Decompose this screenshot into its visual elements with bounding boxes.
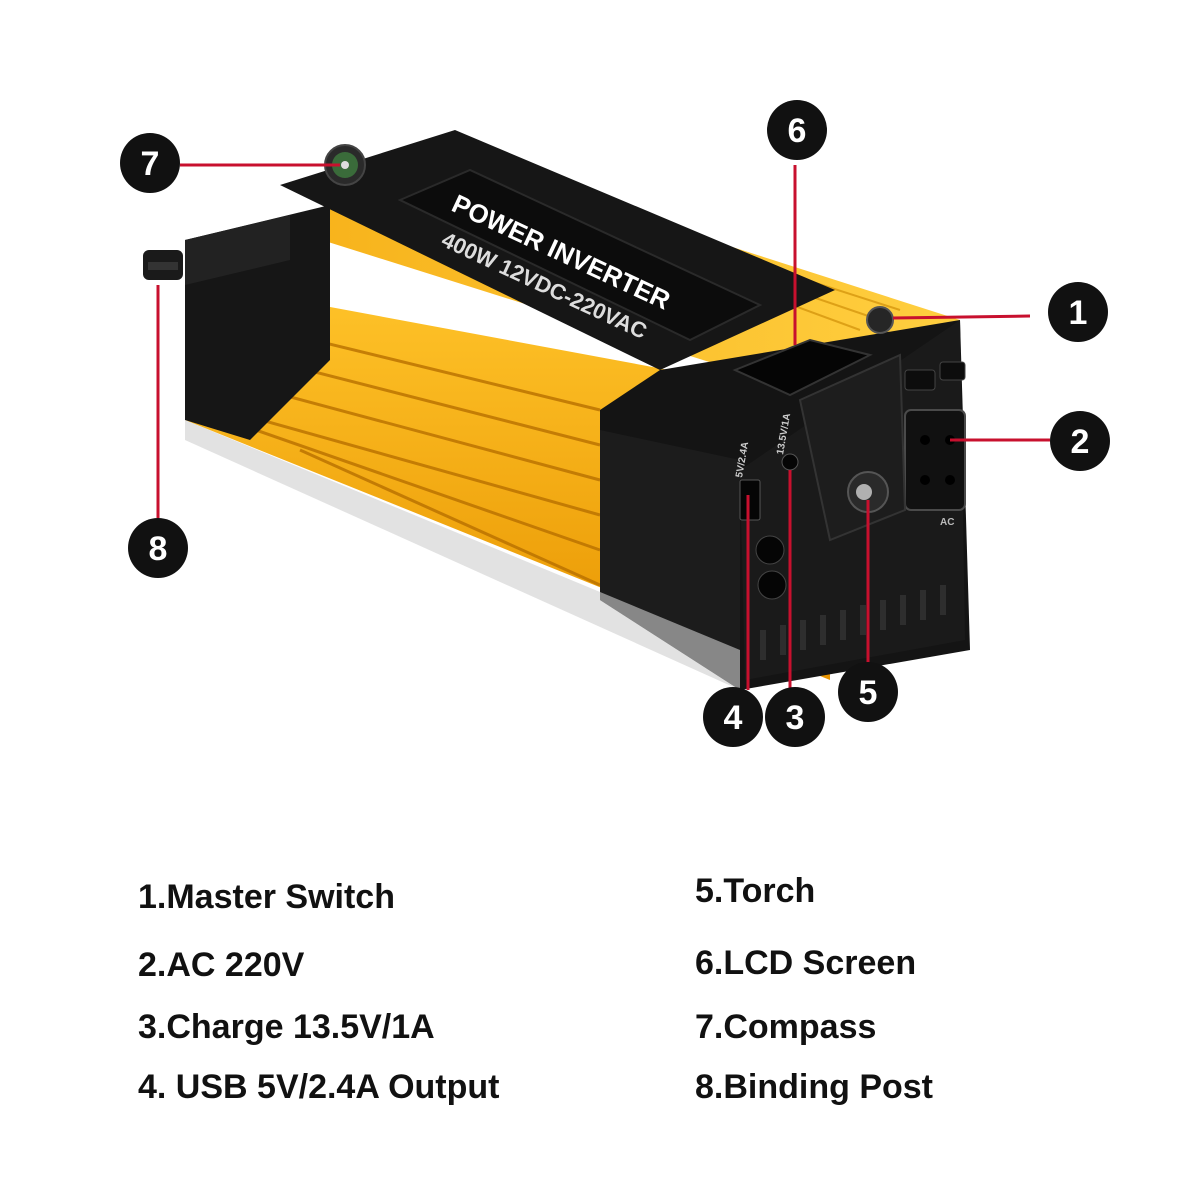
svg-text:6: 6	[788, 112, 807, 150]
callout-3: 3	[765, 687, 825, 747]
compass	[324, 144, 366, 186]
legend-item-ac-220v: 2.AC 220V	[138, 946, 305, 984]
callout-5: 5	[838, 662, 898, 722]
legend-item-compass: 7.Compass	[695, 1008, 877, 1046]
legend-item-master-switch: 1.Master Switch	[138, 878, 395, 916]
legend-item-torch: 5.Torch	[695, 872, 816, 910]
svg-text:8: 8	[149, 530, 168, 568]
svg-text:1: 1	[1069, 294, 1088, 332]
callout-7: 7	[120, 133, 180, 193]
master-switch[interactable]	[866, 306, 894, 334]
callout-6: 6	[767, 100, 827, 160]
ac-socket: AC	[904, 361, 966, 528]
binding-post	[143, 250, 183, 280]
legend-item-usb-output: 4. USB 5V/2.4A Output	[138, 1068, 500, 1106]
legend-item-lcd-screen: 6.LCD Screen	[695, 944, 917, 982]
callout-4: 4	[703, 687, 763, 747]
callout-8: 8	[128, 518, 188, 578]
svg-text:3: 3	[786, 699, 805, 737]
svg-text:2: 2	[1071, 423, 1090, 461]
legend-item-charge: 3.Charge 13.5V/1A	[138, 1008, 435, 1046]
svg-text:5: 5	[859, 674, 878, 712]
leader-line-1	[892, 314, 1031, 320]
leader-lines	[156, 163, 1050, 690]
ac-text: AC	[940, 517, 954, 528]
torch	[798, 353, 907, 542]
callout-2: 2	[1050, 411, 1110, 471]
dc-sockets	[755, 535, 787, 600]
inverter-diagram: POWER INVERTER 400W 12VDC-220VAC AC 5V/2…	[120, 100, 1110, 747]
callout-1: 1	[1048, 282, 1108, 342]
legend-item-binding-post: 8.Binding Post	[695, 1068, 933, 1106]
svg-text:4: 4	[724, 699, 743, 737]
lcd-screen	[732, 338, 873, 397]
callouts: 1 2 3 4 5 6 7 8	[120, 100, 1110, 747]
svg-text:7: 7	[141, 145, 160, 183]
